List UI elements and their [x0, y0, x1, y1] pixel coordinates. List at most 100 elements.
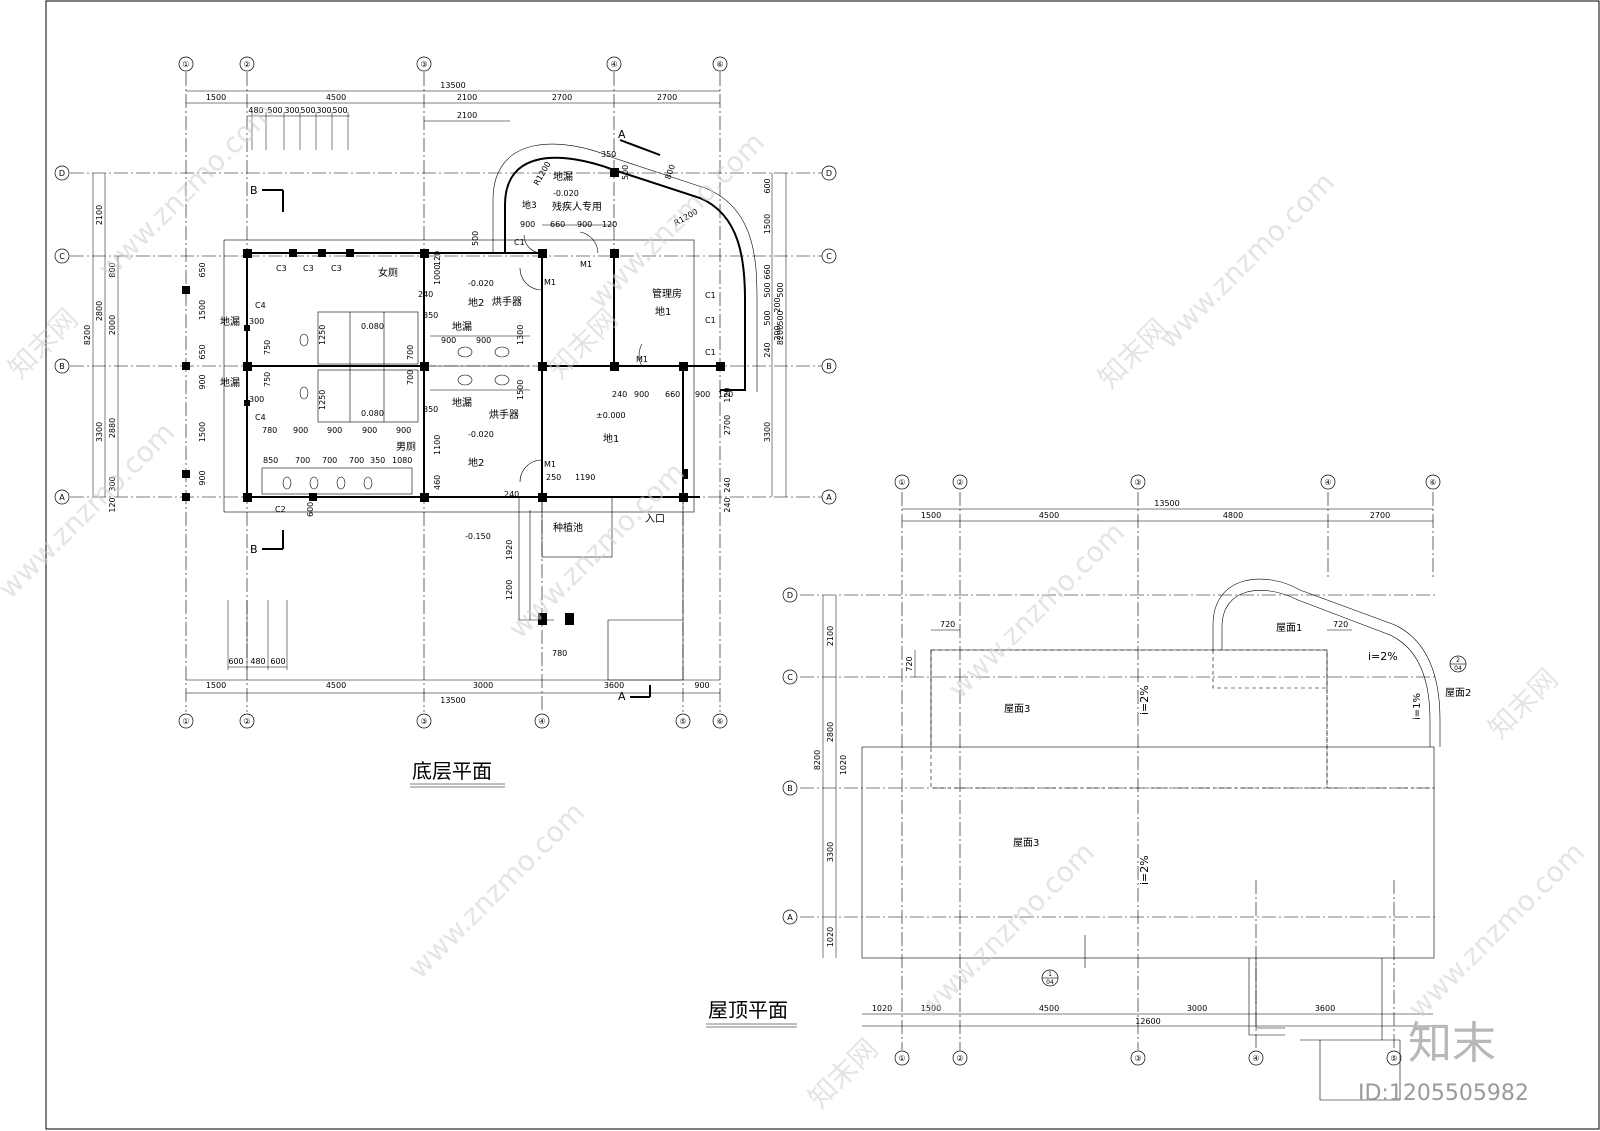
roof-dim-top-1500: 1500	[921, 511, 941, 520]
dim-row2-300a: 300	[284, 106, 299, 115]
roof-axis-C: C	[787, 673, 793, 682]
dim-misc-240c: 240	[612, 390, 627, 399]
dim-right-660: 660	[763, 264, 772, 279]
dim-right-8200: 8200	[776, 325, 785, 345]
axis-bottom-1: ①	[182, 717, 189, 726]
dim-left-8200: 8200	[83, 325, 92, 345]
axis-right-B: B	[826, 362, 832, 371]
door-m1-b: M1	[580, 260, 592, 269]
dim-misc-r1200a: R1200	[532, 160, 553, 187]
win-c3-b: C3	[303, 264, 314, 273]
axis-top-3: ③	[420, 60, 427, 69]
section-B-top: B	[250, 184, 258, 197]
dim-left-650a: 650	[198, 262, 207, 277]
win-c1-b: C1	[705, 291, 716, 300]
roof-axis-A: A	[787, 913, 793, 922]
roof-dim-top-total: 13500	[1154, 499, 1179, 508]
watermark-brand-3: 知末网	[1092, 312, 1175, 395]
watermark-brand-5: 知末网	[802, 1032, 885, 1115]
win-c3-a: C3	[276, 264, 287, 273]
dim-misc-1920: 1920	[505, 540, 514, 560]
roof-label-3b: 屋面3	[1013, 837, 1039, 849]
dim-misc-780b: 780	[552, 649, 567, 658]
win-c4-a: C4	[255, 301, 266, 310]
dim-row2-500a: 500	[267, 106, 282, 115]
dim-misc-120b: 120	[602, 220, 617, 229]
dim-top-2700a: 2700	[552, 93, 572, 102]
door-m1-d: M1	[544, 460, 556, 469]
watermark-site-7: www.znzmo.com	[402, 796, 591, 985]
dim-left-800: 800	[108, 262, 117, 277]
drain-3: 地漏	[220, 376, 240, 389]
roof-dim-bottom-1020: 1020	[872, 1004, 892, 1013]
level-6: 0.080	[361, 322, 384, 331]
watermark-site-6: www.znzmo.com	[1152, 166, 1341, 355]
roof-dim-bottom-4500: 4500	[1039, 1004, 1059, 1013]
dim-misc-850: 850	[263, 456, 278, 465]
watermark-site-8: www.znzmo.com	[912, 836, 1101, 1025]
floor-ground3: 地3	[522, 199, 537, 211]
dim-bottom-600a: 600	[228, 657, 243, 666]
dim-left-300: 300	[108, 476, 117, 491]
axis-right-D: D	[826, 169, 832, 178]
dim-left-2800: 2800	[95, 301, 104, 321]
dim-left-900a: 900	[198, 374, 207, 389]
floor-ground1: 地1	[603, 432, 619, 445]
brand-logo-text: 知末	[1408, 1018, 1496, 1069]
dim-left-650b: 650	[198, 344, 207, 359]
dim-misc-500b: 500	[621, 165, 630, 180]
roof-dim-left-8200: 8200	[813, 750, 822, 770]
section-A-bottom: A	[618, 690, 626, 703]
dim-bottom-900: 900	[694, 681, 709, 690]
dim-right-240b: 240	[723, 497, 732, 512]
axis-bottom-5: ⑤	[679, 717, 686, 726]
roof-axis-bottom-1: ①	[898, 1054, 905, 1063]
section-A-top: A	[618, 128, 626, 141]
dim-right-240a: 240	[763, 342, 772, 357]
roof-slope-2: i=2%	[1138, 855, 1151, 885]
dim-right-2700: 2700	[723, 415, 732, 435]
dim-misc-900a: 900	[520, 220, 535, 229]
drain-1: 地漏	[553, 170, 573, 183]
roof-label-3a: 屋面3	[1004, 703, 1030, 715]
dim-bottom-1500: 1500	[206, 681, 226, 690]
axis-right-C: C	[826, 252, 832, 261]
dim-left-2880: 2880	[108, 418, 117, 438]
dim-misc-900i: 900	[634, 390, 649, 399]
room-dryer-1: 烘手器	[492, 295, 522, 308]
roof-axis-D: D	[787, 591, 793, 600]
drain-4: 地漏	[452, 320, 472, 333]
dim-misc-900d: 900	[476, 336, 491, 345]
axis-bottom-3: ③	[420, 717, 427, 726]
dim-misc-1000: 1000	[433, 265, 442, 285]
dim-misc-700a: 700	[406, 345, 415, 360]
dim-misc-350c: 350	[370, 456, 385, 465]
ground-floor-plan: ① ② ③ ④ ⑥ ① ② ③ ④ ⑤ ⑥ D C B A D C B A 13…	[54, 56, 837, 788]
detail-ref-2-sheet: 04	[1454, 665, 1462, 672]
dim-right-200b: 200	[773, 325, 782, 340]
room-disabled: 残疾人专用	[552, 200, 602, 213]
roof-plan: ① ② ③ ④ ⑥ ① ② ③ ④ ⑤ D C B A 13500 1500 4…	[706, 474, 1471, 1101]
dim-right-1500: 1500	[763, 214, 772, 234]
dim-left-2000: 2000	[108, 315, 117, 335]
dim-misc-1190: 1190	[575, 473, 595, 482]
dim-left-1500a: 1500	[198, 300, 207, 320]
dim-bottom-3000: 3000	[473, 681, 493, 690]
dim-misc-900f: 900	[327, 426, 342, 435]
roof-label-1: 屋面1	[1276, 622, 1302, 634]
dim-row2-500c: 500	[332, 106, 347, 115]
dim-misc-300a: 300	[249, 317, 264, 326]
axis-right-A: A	[826, 493, 832, 502]
dim-misc-900g: 900	[362, 426, 377, 435]
dim-bottom-3600: 3600	[604, 681, 624, 690]
roof-label-2: 屋面2	[1445, 687, 1471, 699]
drain-5: 地漏	[452, 396, 472, 409]
roof-axis-top-4: ④	[1324, 478, 1331, 487]
dim-left-2100: 2100	[95, 205, 104, 225]
roof-slope-1: i=2%	[1138, 685, 1151, 715]
roof-dim-bottom-3600: 3600	[1315, 1004, 1335, 1013]
dim-misc-1200: 1200	[505, 580, 514, 600]
dim-misc-660b: 660	[665, 390, 680, 399]
dim-right-500d: 500	[776, 310, 785, 325]
